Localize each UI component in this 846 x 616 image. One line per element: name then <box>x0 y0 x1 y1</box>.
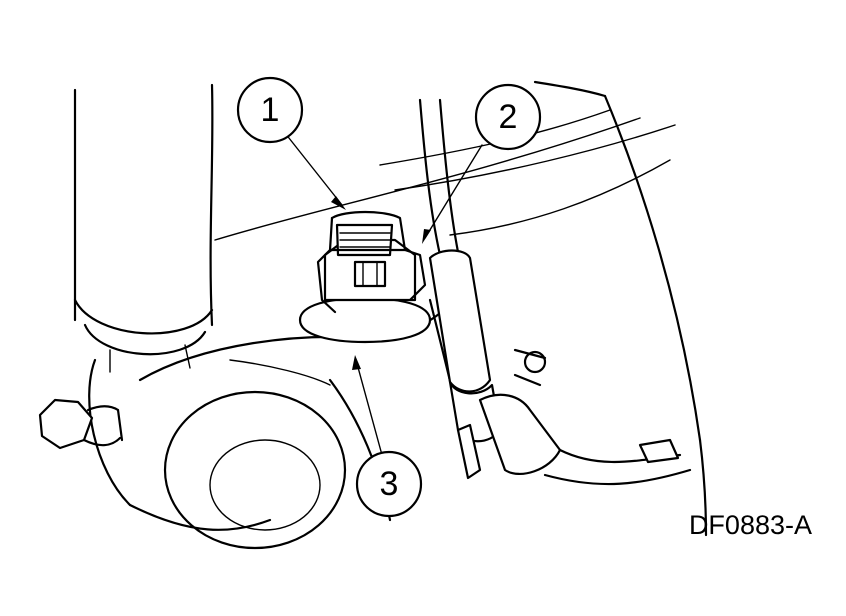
leader-lines <box>284 132 483 456</box>
shock-absorber <box>73 298 214 373</box>
wiring-harness <box>418 98 692 486</box>
knuckle-body <box>88 298 472 550</box>
background-housing <box>73 80 708 537</box>
callout-2-label: 2 <box>499 98 518 136</box>
callout-3: 3 <box>355 450 423 518</box>
retaining-clip <box>316 210 427 314</box>
callout-1-label: 1 <box>261 91 280 129</box>
figure-id: DF0883-A <box>688 510 812 540</box>
callout-1: 1 <box>236 76 304 144</box>
callout-3-label: 3 <box>380 465 399 503</box>
callout-2: 2 <box>474 83 542 151</box>
bolt-head <box>38 398 124 450</box>
